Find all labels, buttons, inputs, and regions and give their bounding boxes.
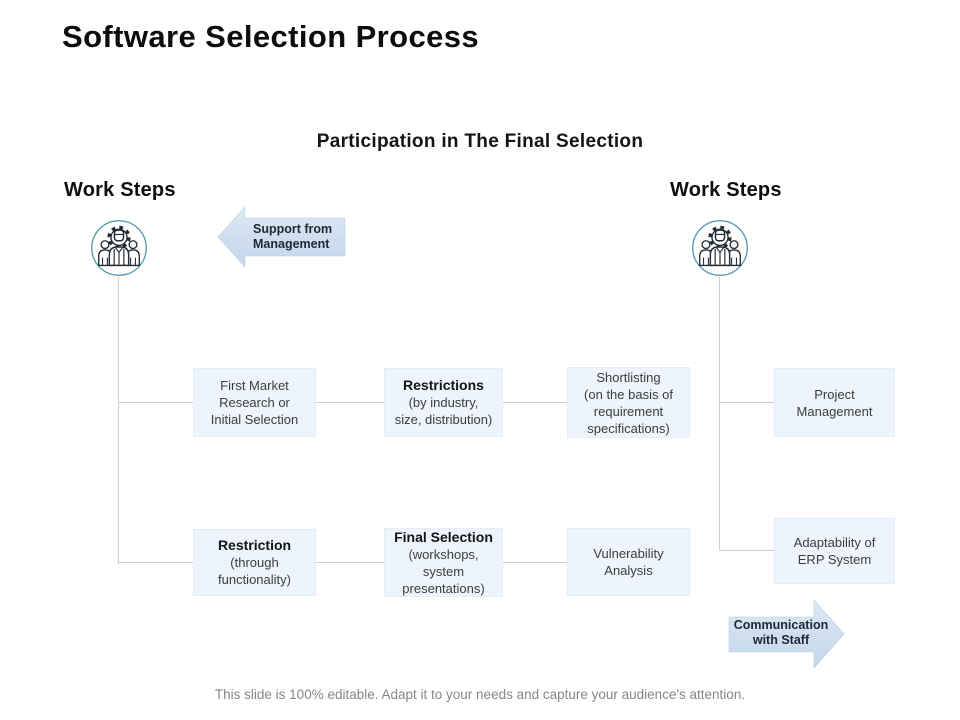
process-box-shortlisting: Shortlisting (on the basis of requiremen…	[567, 367, 690, 438]
connector-row2-b	[316, 562, 384, 563]
connector-left-vertical	[118, 277, 119, 564]
page-title: Software Selection Process	[62, 19, 480, 54]
box-title: Restriction	[217, 537, 292, 553]
connector-row2-a	[118, 562, 193, 563]
box-body: Adaptability of ERP System	[793, 535, 876, 567]
diagram-subtitle: Participation in The Final Selection	[316, 131, 644, 152]
box-title: Final Selection	[394, 528, 493, 545]
team-gear-icon	[691, 219, 749, 277]
connector-row2-c	[503, 562, 567, 563]
communication-with-staff-arrow: Communication with Staff	[727, 598, 847, 670]
process-box-restriction: Restriction (through functionality)	[193, 529, 316, 596]
connector-right-vertical	[719, 277, 720, 551]
connector-row1-b	[316, 402, 384, 403]
box-body: First Market Research or Initial Selecti…	[210, 378, 299, 427]
right-arrow-shape	[728, 599, 845, 669]
box-body: Shortlisting (on the basis of requiremen…	[584, 369, 673, 436]
box-body: (by industry, size, distribution)	[394, 395, 493, 427]
box-body: (workshops, system presentations)	[402, 546, 485, 596]
box-body: Project Management	[796, 386, 873, 419]
communication-arrow-label: Communication with Staff	[733, 618, 829, 647]
box-title: Restrictions	[403, 377, 484, 393]
support-arrow-label: Support from Management	[253, 222, 333, 251]
process-box-vulnerability-analysis: Vulnerability Analysis	[567, 528, 690, 596]
process-box-first-market-research: First Market Research or Initial Selecti…	[193, 368, 316, 437]
work-steps-label-right: Work Steps	[670, 179, 782, 201]
work-steps-label-left: Work Steps	[64, 179, 176, 201]
team-gear-icon	[90, 219, 148, 277]
editable-note: This slide is 100% editable. Adapt it to…	[214, 687, 746, 702]
left-arrow-shape	[217, 206, 346, 268]
process-box-restrictions: Restrictions (by industry, size, distrib…	[384, 368, 503, 437]
box-body: Vulnerability Analysis	[593, 546, 664, 578]
process-box-final-selection: Final Selection (workshops, system prese…	[384, 528, 503, 597]
box-body: (through functionality)	[218, 555, 291, 587]
support-from-management-arrow: Support from Management	[215, 203, 347, 271]
process-box-adaptability-erp: Adaptability of ERP System	[774, 518, 895, 584]
connector-row2-d	[719, 550, 774, 551]
connector-row1-d	[719, 402, 774, 403]
connector-row1-c	[503, 402, 567, 403]
process-box-project-management: Project Management	[774, 368, 895, 437]
connector-row1-a	[118, 402, 193, 403]
